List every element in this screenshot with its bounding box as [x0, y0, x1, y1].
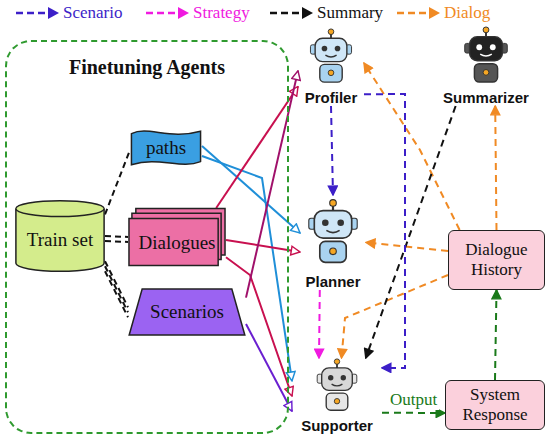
legend-head — [429, 7, 440, 19]
response-box: System Response — [445, 380, 545, 430]
robot-shape — [298, 28, 364, 84]
edge-label: Output — [388, 390, 439, 410]
legend-item: Dialog — [395, 3, 490, 23]
node-label: paths — [146, 137, 186, 159]
shape-part — [131, 131, 200, 165]
connector — [382, 412, 445, 414]
supporter-agent: Supporter — [292, 358, 382, 434]
shape-part — [16, 209, 104, 217]
connector — [495, 290, 497, 380]
connector — [495, 106, 496, 230]
robot-shape — [300, 195, 366, 268]
connector — [105, 150, 130, 214]
node-label: System Response — [452, 385, 538, 424]
connector — [364, 63, 460, 230]
legend-arrow — [268, 6, 314, 20]
legend-item: Strategy — [144, 3, 250, 23]
profiler-agent: Profiler — [298, 28, 364, 106]
legend-head — [48, 7, 59, 19]
connector — [366, 106, 456, 358]
agent-label: Summarizer — [443, 89, 529, 106]
node-label: Scenarios — [150, 301, 224, 323]
legend-text: Dialog — [444, 3, 490, 23]
legend-item: Summary — [268, 3, 383, 23]
agent-label: Planner — [305, 273, 360, 290]
connector — [105, 236, 128, 237]
legend-head — [178, 7, 189, 19]
connector — [246, 324, 292, 411]
robot-icon — [309, 200, 357, 263]
legend-text: Strategy — [193, 3, 250, 23]
legend-arrow — [144, 6, 190, 20]
connector — [105, 261, 128, 307]
agent-label: Supporter — [301, 417, 373, 434]
legend-line — [146, 12, 180, 15]
legend-line — [16, 12, 50, 15]
connector — [364, 94, 405, 368]
planner-agent: Planner — [300, 195, 366, 290]
robot-shape — [440, 26, 532, 84]
legend-item: Scenario — [14, 3, 122, 23]
node-label: Dialogues — [138, 232, 215, 254]
connector — [246, 71, 298, 298]
connector — [202, 156, 292, 381]
dialogues-stack: Dialogues — [128, 208, 226, 266]
connector-copy — [105, 266, 128, 312]
connector — [216, 87, 298, 209]
legend-text: Scenario — [63, 3, 122, 23]
robot-icon — [465, 27, 508, 82]
history-box: Dialogue History — [448, 230, 545, 290]
finetune-region: Finetuning AgentsTrain set pathsDialogues… — [5, 40, 289, 434]
robot-icon — [317, 359, 357, 410]
legend-text: Summary — [317, 3, 383, 23]
legend-arrow — [395, 6, 441, 20]
connector-copy — [105, 271, 128, 317]
robot-icon — [310, 29, 351, 82]
legend-line — [270, 12, 304, 15]
legend-arrow — [14, 6, 60, 20]
robot-shape — [292, 358, 382, 412]
connector — [331, 106, 333, 195]
database-cylinder: Train set — [15, 200, 105, 272]
shape-part — [16, 201, 104, 272]
shape-part — [129, 218, 218, 265]
shape-part — [129, 289, 245, 335]
region-heading: Finetuning Agents — [7, 56, 287, 79]
summarizer-agent: Summarizer — [440, 26, 532, 106]
connector — [318, 290, 321, 358]
node-label: Dialogue History — [455, 240, 538, 279]
legend-head — [302, 7, 313, 19]
legend-line — [397, 12, 431, 15]
connector-copy — [105, 241, 128, 242]
node-label: Train set — [27, 229, 93, 251]
agent-label: Profiler — [305, 89, 358, 106]
scenarios-trapezoid: Scenarios — [128, 288, 246, 336]
paths-flag: paths — [130, 128, 202, 168]
